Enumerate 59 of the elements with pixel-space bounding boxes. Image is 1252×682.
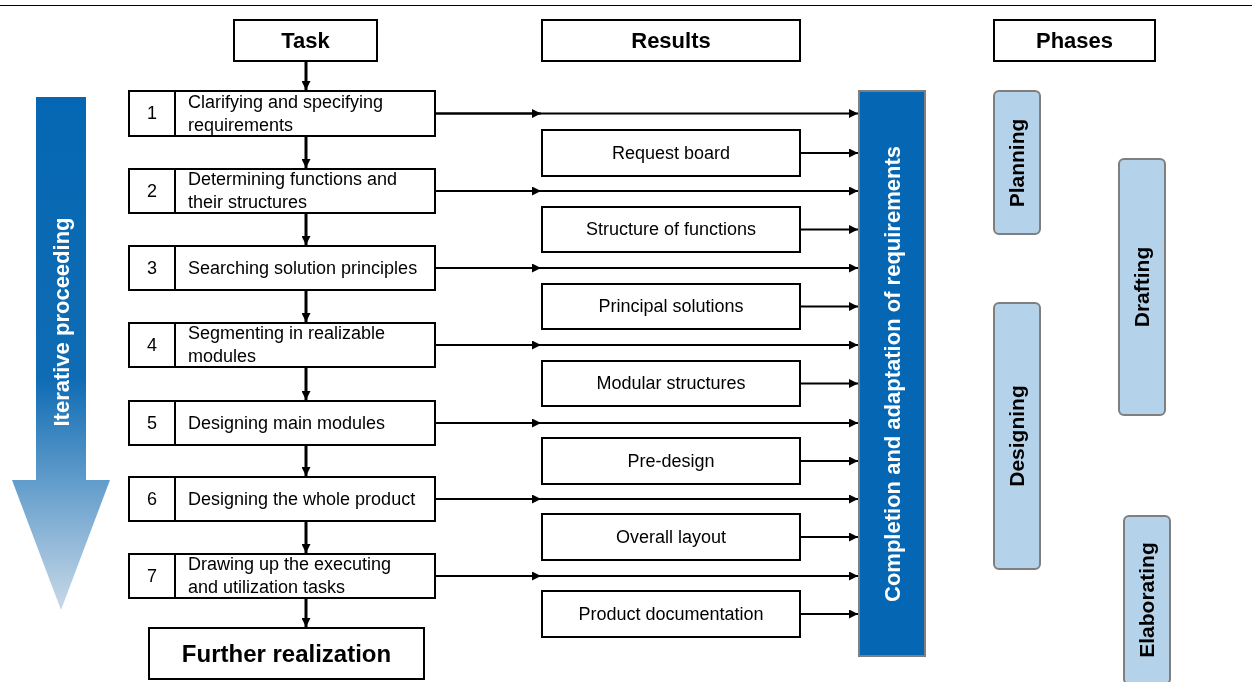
arrow [435,109,859,118]
phase-box [1118,158,1166,416]
arrow [301,446,311,476]
step-box [128,322,436,368]
arrow [301,291,311,322]
step-label: Determining functions and their structures [187,170,399,212]
step-number: 4 [130,324,176,366]
header-box: Results [541,19,801,62]
arrow-label: Iterative proceeding [47,217,75,427]
step-label: Designing the whole product [187,487,417,511]
step-number: 7 [130,555,176,597]
phase-label: Planning [1004,118,1030,207]
arrow [800,532,859,542]
header-box: Task [233,19,378,62]
step-box [128,245,436,291]
phase-label: Drafting [1129,246,1155,328]
result-box: Principal solutions [541,283,801,330]
step-label: Segmenting in realizable modules [187,324,387,366]
step-number: 1 [130,92,176,135]
phase-box [993,90,1041,235]
step-label: Clarifying and specifying requirements [187,92,385,135]
bar-label: Completion and adaptation of requirements [878,145,906,602]
step-box [128,90,436,137]
requirements-bar [858,90,926,657]
result-box: Structure of functions [541,206,801,253]
arrow [800,225,859,234]
arrow [800,148,859,158]
step-box [128,168,436,214]
result-box: Modular structures [541,360,801,407]
step-box [128,476,436,522]
phase-label: Designing [1004,385,1030,487]
result-box: Product documentation [541,590,801,638]
step-label: Drawing up the executing and utilization tasks [187,555,393,597]
step-label: Searching solution principles [187,256,419,280]
arrow [301,62,311,90]
arrow [301,599,311,627]
phase-box [993,302,1041,570]
final-step-box: Further realization [148,627,425,680]
step-number: 3 [130,247,176,289]
arrow [800,456,859,466]
step-box [128,400,436,446]
arrow [800,379,859,388]
step-box [128,553,436,599]
step-number: 5 [130,402,176,444]
arrow [301,522,311,553]
arrow [301,137,311,168]
arrow [301,214,311,245]
result-box: Pre-design [541,437,801,485]
step-label: Designing main modules [187,411,387,435]
result-box: Request board [541,129,801,177]
result-box: Overall layout [541,513,801,561]
header-box: Phases [993,19,1156,62]
phase-box [1123,515,1171,682]
arrow [800,609,859,619]
phase-label: Elaborating [1134,542,1160,658]
step-number: 6 [130,478,176,520]
arrow [301,368,311,400]
arrow [800,302,859,311]
step-number: 2 [130,170,176,212]
